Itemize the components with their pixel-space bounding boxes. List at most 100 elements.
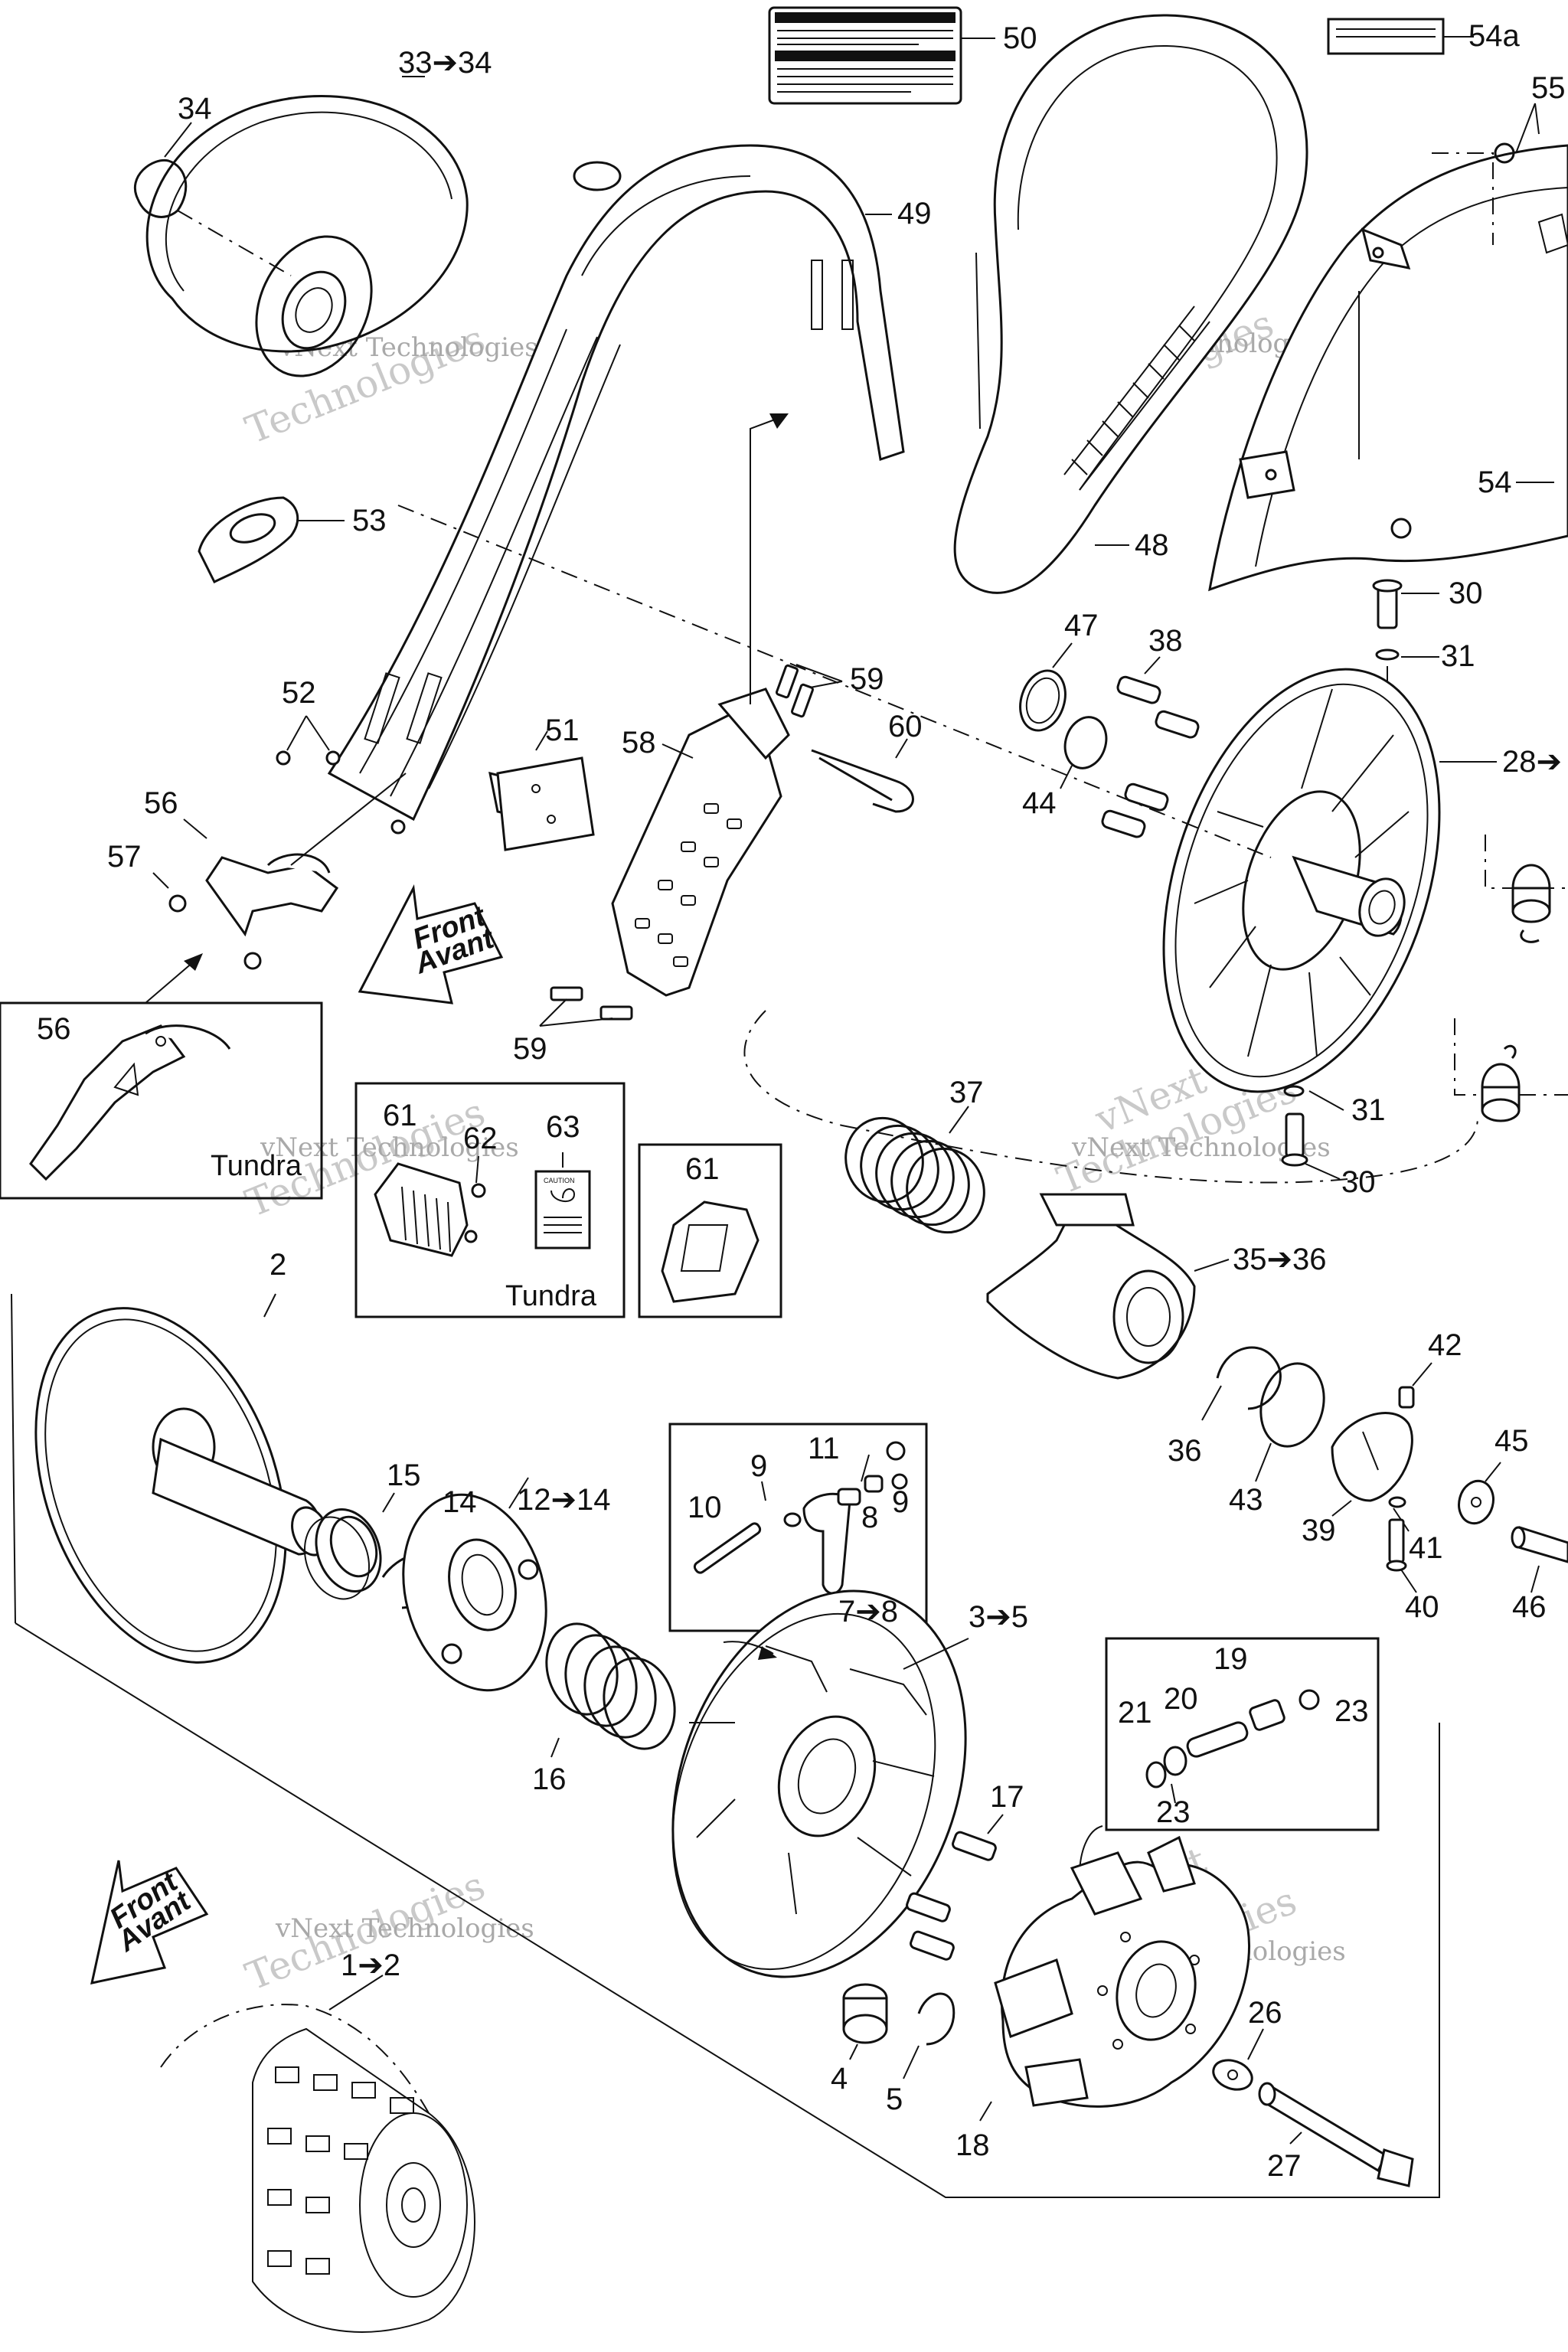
callout-20: 20 [1164, 1682, 1198, 1716]
part-30-bolt-lower [1281, 1085, 1344, 1180]
front-arrow-upper: Front Avant [358, 884, 504, 1004]
callout-39: 39 [1302, 1514, 1336, 1547]
callout-59-upper: 59 [850, 662, 884, 696]
callout-59-lower: 59 [513, 1032, 547, 1066]
callout-54a: 54a [1468, 19, 1520, 53]
callout-30-upper: 30 [1449, 577, 1483, 610]
callout-51: 51 [545, 714, 580, 747]
callout-1-2: 1➔2 [341, 1949, 400, 1982]
callout-18: 18 [956, 2128, 990, 2162]
bracket-holes [635, 803, 742, 967]
part-2-fixed-sheave [34, 1293, 329, 1664]
part-56-bracket [183, 773, 407, 937]
spider-bolt-holes [1097, 1932, 1200, 2050]
callout-44: 44 [1022, 786, 1057, 820]
guide-arrow [750, 413, 789, 704]
callout-41: 41 [1409, 1531, 1443, 1565]
part-28-driven-pulley [1162, 668, 1568, 1096]
detail-box-56 [0, 1001, 323, 1200]
callout-31-lower: 31 [1351, 1093, 1386, 1127]
part-17-screws [906, 1814, 1004, 1961]
callout-46: 46 [1512, 1590, 1547, 1624]
part-16-spring [545, 1622, 676, 1758]
part-48-drive-belt [953, 14, 1308, 594]
belt-path-outline [743, 1010, 1478, 1184]
part-37-spring [844, 1106, 985, 1234]
belt-cog-teeth [1063, 305, 1210, 491]
callout-37: 37 [949, 1076, 984, 1109]
tundra-label-left: Tundra [211, 1150, 302, 1182]
callout-56-box: 56 [37, 1012, 71, 1046]
callout-49: 49 [897, 197, 932, 230]
callout-8: 8 [861, 1501, 878, 1534]
callout-35-36: 35➔36 [1233, 1243, 1327, 1276]
callout-15: 15 [387, 1459, 421, 1492]
callout-9-right: 9 [892, 1485, 909, 1519]
part-54a-label [1327, 18, 1474, 55]
arrow-up-indicator [145, 953, 203, 1004]
part-44-o-ring [1060, 716, 1108, 789]
callout-5: 5 [886, 2082, 903, 2116]
callout-47: 47 [1064, 609, 1099, 642]
part-30-bolt-upper [1372, 579, 1439, 697]
part-47-washer [1019, 642, 1073, 732]
part-59-screws [539, 664, 843, 1027]
detail-box-tundra: CAUTION Tundra [354, 1082, 626, 1318]
callout-23-left: 23 [1156, 1795, 1191, 1829]
callout-50: 50 [1003, 21, 1037, 55]
callout-52: 52 [282, 676, 316, 710]
assembly-frame-line [15, 1622, 1440, 2198]
part-26-washer [1212, 2028, 1264, 2091]
callout-2: 2 [270, 1248, 286, 1282]
callout-54: 54 [1478, 466, 1512, 499]
callout-28: 28➔ [1502, 745, 1562, 779]
callout-7-8: 7➔8 [838, 1595, 898, 1628]
callout-43: 43 [1229, 1483, 1263, 1517]
callout-61-tundra: 61 [383, 1099, 417, 1132]
callout-27: 27 [1267, 2149, 1302, 2183]
callout-12-14: 12➔14 [517, 1483, 611, 1517]
callout-53: 53 [352, 504, 387, 537]
part-45-washer [1458, 1462, 1501, 1525]
part-51-bracket [496, 730, 595, 851]
watermark-text: vNext Technologies [260, 1132, 519, 1163]
part-rollers-right [1481, 864, 1551, 1122]
front-arrow-lower: Front Avant [90, 1860, 209, 1984]
watermark-text: vNext Technologies [275, 1913, 534, 1944]
part-53-pad [198, 496, 345, 584]
part-42-screw [1398, 1362, 1432, 1409]
callout-55: 55 [1531, 71, 1566, 105]
svg-text:CAUTION: CAUTION [544, 1177, 575, 1184]
callout-38: 38 [1148, 624, 1183, 658]
callout-56-upper: 56 [144, 786, 178, 820]
detail-box-61 [638, 1143, 782, 1318]
callout-57: 57 [107, 840, 142, 874]
part-1-drive-pulley-assembly [160, 1975, 475, 2333]
tundra-label-box: Tundra [505, 1280, 597, 1312]
part-33-drive-disc [145, 76, 469, 377]
callout-26: 26 [1248, 1996, 1282, 2030]
part-58-bracket-plate [611, 688, 790, 997]
part-55-leader [1432, 103, 1540, 245]
callout-62: 62 [463, 1122, 498, 1155]
callout-21: 21 [1118, 1696, 1152, 1730]
detail-box-roller-kit [1073, 1637, 1380, 1883]
part-57-screw [152, 872, 262, 970]
part-3-movable-sheave [671, 1589, 969, 1978]
part-40-bolt [1386, 1518, 1417, 1593]
part-36-ring [1201, 1346, 1282, 1421]
callout-23-right: 23 [1334, 1694, 1369, 1728]
callout-10: 10 [688, 1491, 722, 1524]
part-34-retaining-ring [133, 122, 292, 276]
callout-63: 63 [546, 1110, 580, 1144]
callout-36: 36 [1168, 1434, 1202, 1468]
callout-19: 19 [1214, 1642, 1248, 1676]
callout-9-left: 9 [750, 1449, 767, 1483]
callout-42: 42 [1428, 1328, 1462, 1362]
callout-61-box: 61 [685, 1152, 720, 1186]
part-60-pin [811, 738, 914, 813]
part-12-spider-plate [402, 1477, 547, 1692]
callout-16: 16 [532, 1762, 567, 1796]
callout-11: 11 [808, 1432, 840, 1465]
